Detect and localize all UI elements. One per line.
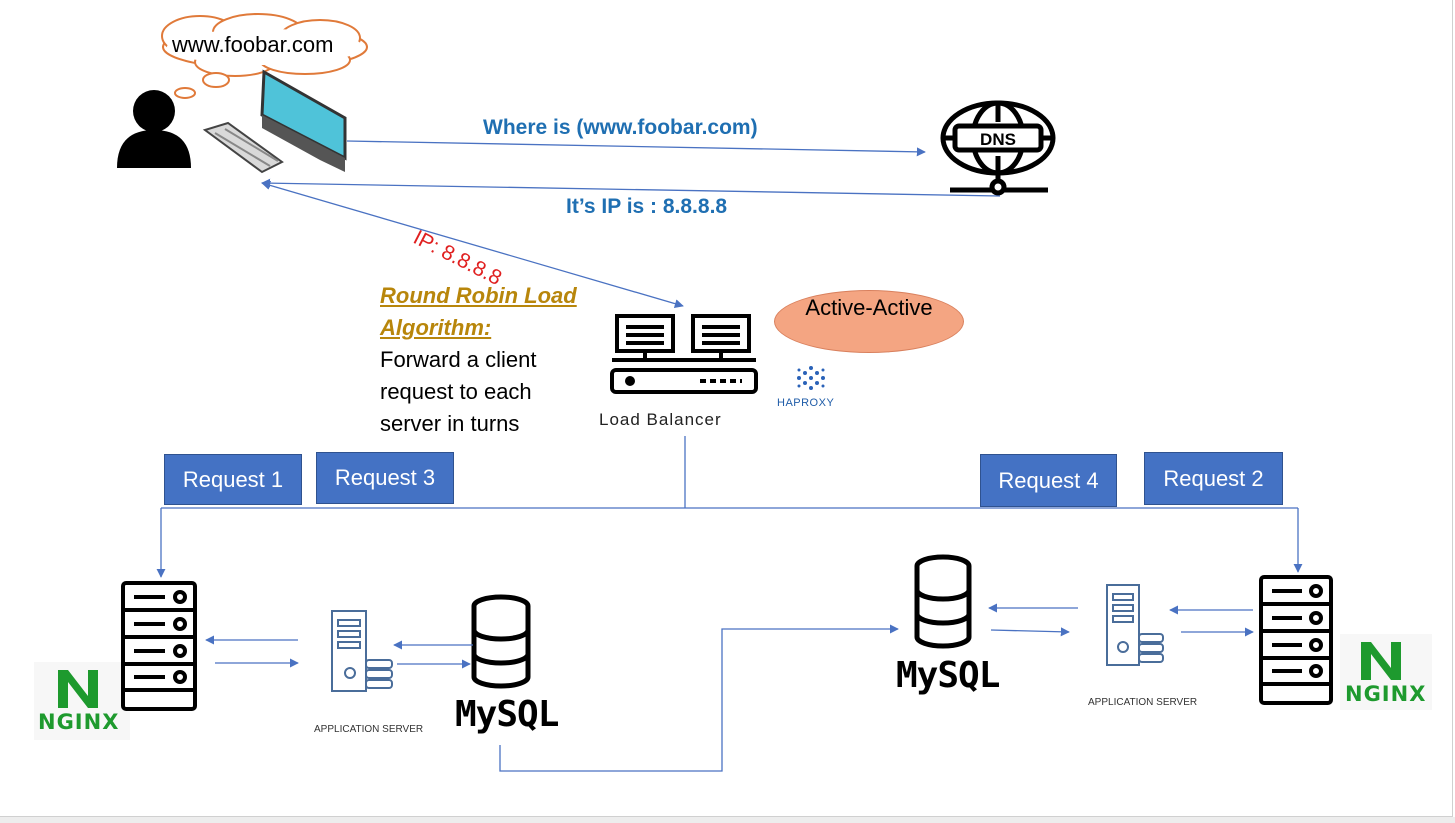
database-icon-right <box>914 554 972 649</box>
dns-globe-icon <box>940 100 1056 196</box>
right-server-arrows <box>988 603 1254 637</box>
web-server-rack-icon-right <box>1259 575 1333 705</box>
bottom-strip <box>0 817 1455 823</box>
cloud-domain-text: www.foobar.com <box>172 32 334 57</box>
app-server-label-right: APPLICATION SERVER <box>1088 697 1198 708</box>
nginx-wordmark-left: NGINX <box>38 710 120 734</box>
algorithm-title-line1: Round Robin Load <box>380 283 577 308</box>
load-balancer-label: Load Balancer <box>599 410 722 429</box>
database-icon-left <box>471 594 531 689</box>
request-box-4: Request 4 <box>980 454 1117 507</box>
active-active-ellipse: Active-Active <box>774 290 964 353</box>
algorithm-description-text: Forward a client request to each server … <box>380 347 537 436</box>
left-server-arrows <box>205 635 473 669</box>
algorithm-description: Round Robin Load Algorithm: Forward a cl… <box>380 280 595 440</box>
request-box-2: Request 2 <box>1144 452 1283 505</box>
dns-icon-text: DNS <box>980 130 1016 149</box>
mysql-label-left: MySQL <box>455 694 559 735</box>
application-server-icon-left <box>331 610 393 692</box>
web-server-rack-icon-left <box>121 581 197 711</box>
haproxy-logo-text: HAPROXY <box>777 397 835 409</box>
haproxy-logo-icon <box>797 366 825 390</box>
dns-answer-label: It’s IP is : 8.8.8.8 <box>566 195 728 218</box>
request-box-3: Request 3 <box>316 452 454 504</box>
dns-query-arrow <box>346 140 926 157</box>
app-server-label-left: APPLICATION SERVER <box>314 724 424 735</box>
nginx-logo-icon-left <box>34 662 130 740</box>
algorithm-title-line2: Algorithm: <box>380 315 492 340</box>
computer-icon <box>202 69 347 174</box>
dns-query-label: Where is (www.foobar.com) <box>483 116 758 139</box>
mysql-label-right: MySQL <box>896 655 1000 696</box>
load-balancer-icon <box>610 314 758 394</box>
application-server-icon-right <box>1106 584 1164 666</box>
nginx-wordmark-right: NGINX <box>1345 682 1427 706</box>
user-icon <box>117 90 191 168</box>
lb-distribution-lines <box>156 436 1303 578</box>
db-replication-line <box>499 624 899 772</box>
client-lb-arrow <box>261 180 684 309</box>
request-box-1: Request 1 <box>164 454 302 505</box>
nginx-logo-icon-right <box>1340 634 1432 710</box>
